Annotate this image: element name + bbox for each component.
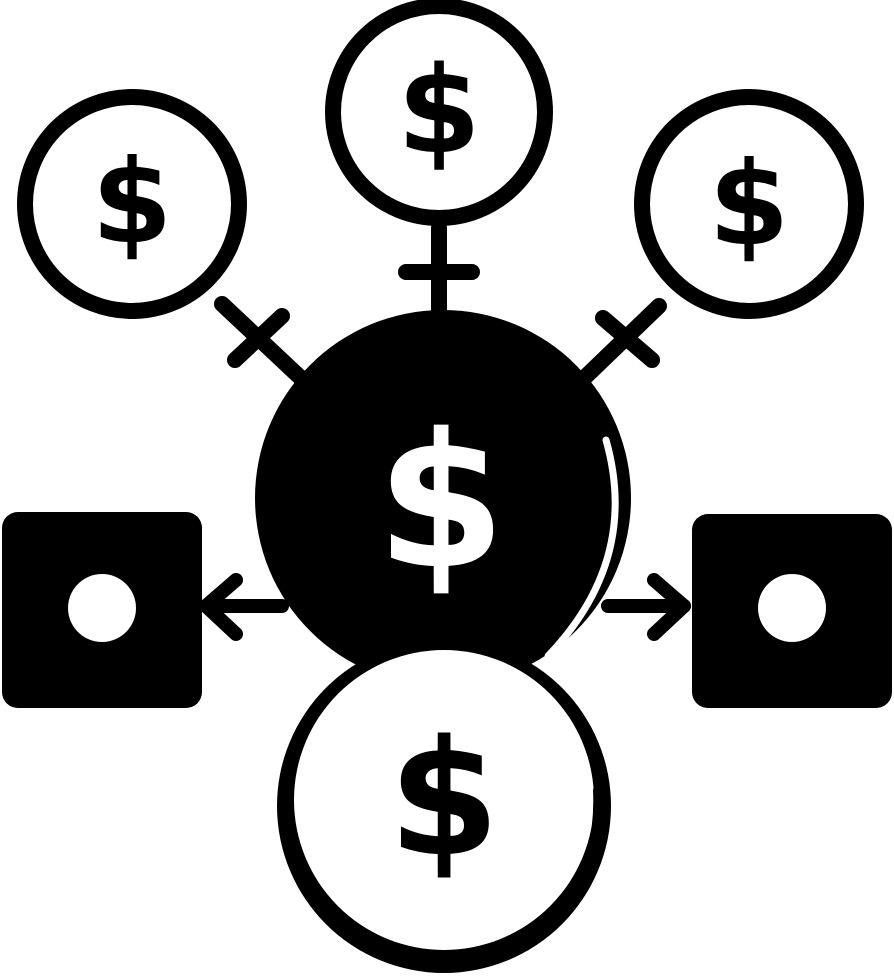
dollar-sign-icon: $ (376, 393, 505, 610)
dollar-sign-icon: $ (92, 135, 173, 270)
dollar-sign-icon: $ (397, 42, 481, 181)
connector-top-left (214, 296, 313, 390)
dollar-sign-icon: $ (388, 705, 499, 892)
dollar-sign-icon: $ (709, 137, 790, 272)
arrow-left (199, 573, 289, 641)
hub-coin: $ (255, 310, 631, 686)
connector-top-right (570, 298, 667, 392)
box-right (692, 514, 892, 708)
coin-bottom: $ (277, 639, 611, 973)
arrow-right (601, 573, 691, 641)
coin-top: $ (325, 0, 553, 226)
coin-top-left: $ (17, 89, 247, 319)
box-left (2, 512, 202, 708)
coin-top-right: $ (634, 89, 864, 319)
